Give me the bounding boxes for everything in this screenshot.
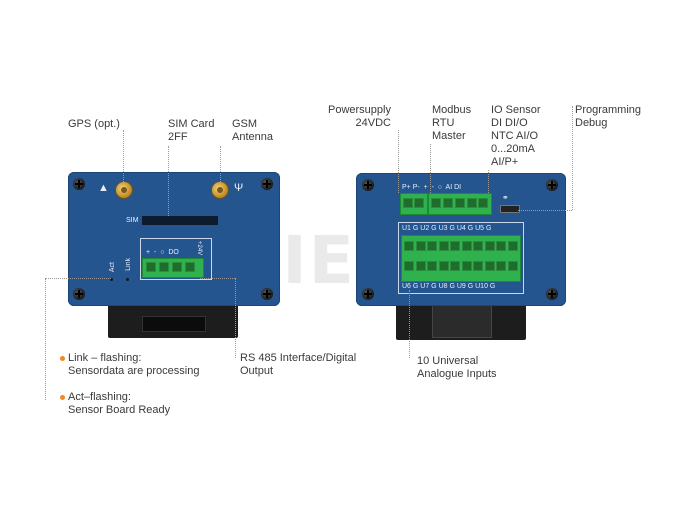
leader-gps (123, 130, 124, 182)
terminal-pin (146, 262, 156, 272)
terminal-side-label: +24V (196, 241, 202, 256)
terminal-pin (159, 262, 169, 272)
antenna-icon: Ψ (234, 182, 244, 194)
screw-icon (546, 288, 558, 300)
terminal-pin (438, 241, 449, 251)
right-device-base-block (432, 300, 492, 338)
inputs-bottom-labels: U6 G U7 G U8 G U9 G U10 G (402, 283, 496, 290)
screw-icon (546, 179, 558, 191)
inputs-label: 10 Universal Analogue Inputs (417, 355, 497, 380)
terminal-pin (496, 241, 506, 251)
usb-icon: ⚭ (502, 193, 509, 202)
bullet-icon (60, 395, 65, 400)
terminal-pin (496, 261, 506, 271)
terminal-pin (478, 198, 488, 208)
terminal-pin (473, 241, 483, 251)
rs485-label: RS 485 Interface/Digital Output (240, 352, 357, 377)
act-led-label: Act (109, 262, 116, 273)
programming-label: Programming Debug (575, 104, 642, 129)
terminal-pin (507, 261, 518, 271)
leader-act-link (45, 278, 46, 400)
act-led (110, 278, 113, 281)
leader-rs485 (235, 278, 236, 358)
terminal-pin (427, 241, 437, 251)
terminal-pin (484, 261, 495, 271)
terminal-pin (443, 198, 453, 208)
terminal-pin (461, 241, 472, 251)
terminal-pin (484, 241, 495, 251)
terminal-pin (404, 241, 414, 251)
terminal-pin (431, 198, 441, 208)
bullet-icon (60, 356, 65, 361)
terminal-pin (507, 241, 518, 251)
screw-icon (362, 179, 374, 191)
gsm-label: GSM Antenna (232, 118, 273, 143)
terminal-pin (172, 262, 182, 272)
leader-modbus (430, 144, 431, 193)
terminal-pin (404, 261, 414, 271)
leader-rs485-h (200, 278, 235, 279)
terminal-pin (427, 261, 437, 271)
terminal-pin (473, 261, 483, 271)
leader-power (398, 130, 399, 193)
left-device-base-slot (142, 316, 206, 332)
modbus-label: Modbus RTU Master (432, 104, 472, 142)
link-led-label: Link (125, 258, 132, 271)
terminal-pin (461, 261, 472, 271)
left-board (68, 172, 280, 306)
screw-icon (73, 288, 85, 300)
gps-label: GPS (opt.) (68, 118, 120, 130)
sim-card-label: SIM Card 2FF (168, 118, 215, 143)
terminal-pin (185, 262, 195, 272)
power-label: Powersupply 24VDC (328, 104, 391, 129)
screw-icon (362, 288, 374, 300)
leader-act-link-h (45, 278, 111, 279)
terminal-pin (450, 241, 460, 251)
inputs-top-labels: U1 G U2 G U3 G U4 G U5 G (402, 225, 492, 232)
link-description: Link – flashing: Sensordata are processi… (68, 352, 200, 377)
screw-icon (261, 178, 273, 190)
terminal-pin (415, 241, 426, 251)
top-terminal-labels: P+ P- + - ○ AI DI (402, 184, 462, 191)
terminal-pin (455, 198, 465, 208)
terminal-pin (450, 261, 460, 271)
terminal-top-labels: + - ○ DO (146, 249, 179, 256)
leader-inputs (409, 290, 410, 358)
link-led (126, 278, 129, 281)
terminal-pin (415, 261, 426, 271)
screw-icon (73, 178, 85, 190)
terminal-pin (467, 198, 477, 208)
terminal-frame (140, 238, 212, 280)
leader-io (488, 170, 489, 193)
leader-sim (168, 146, 169, 216)
screw-icon (261, 288, 273, 300)
inputs-frame (398, 222, 524, 294)
gps-antenna-connector (116, 182, 132, 198)
sim-label: SIM (126, 217, 139, 224)
leader-gsm (220, 146, 221, 182)
act-description: Act–flashing: Sensor Board Ready (68, 391, 171, 416)
sim-slot (142, 216, 218, 225)
terminal-pin (414, 198, 424, 208)
satellite-icon: ▲ (98, 182, 109, 194)
terminal-pin (403, 198, 413, 208)
usb-port (500, 205, 520, 213)
terminal-pin (438, 261, 449, 271)
leader-programming (572, 106, 573, 210)
gsm-antenna-connector (212, 182, 228, 198)
io-sensor-label: IO Sensor DI DI/O NTC AI/O 0...20mA AI/P… (491, 104, 541, 168)
leader-programming-h (518, 210, 572, 211)
